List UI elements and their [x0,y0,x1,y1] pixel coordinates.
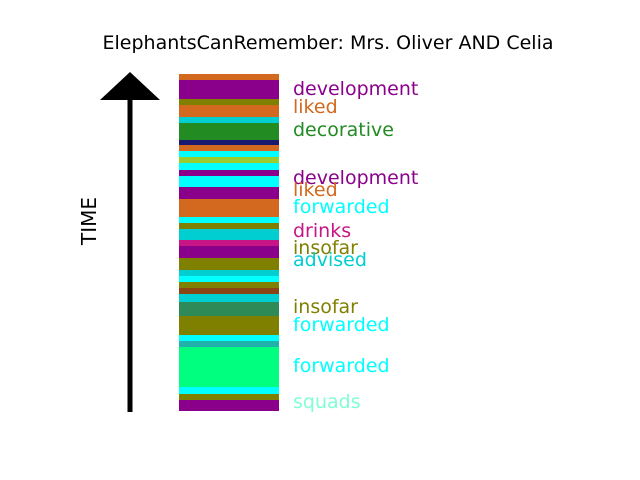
color-band [179,80,279,99]
color-band [179,145,279,151]
word-label: liked [293,96,338,118]
color-band [179,74,279,80]
color-band [179,400,279,411]
color-band [179,270,279,276]
color-band [179,140,279,145]
color-band [179,229,279,240]
color-band [179,157,279,163]
color-band [179,302,279,316]
word-label: decorative [293,119,394,141]
word-label: forwarded [293,314,390,336]
word-label: insofar [293,237,358,259]
color-band [179,199,279,217]
color-band [179,288,279,294]
color-band [179,316,279,335]
word-label: advised [293,249,367,271]
word-labels: developmentlikeddecorativedevelopmentlik… [293,78,418,413]
color-band [179,335,279,341]
color-band [179,105,279,117]
word-label: squads [293,391,361,413]
y-axis-label: TIME [77,197,101,246]
color-band [179,123,279,140]
color-band [179,347,279,387]
color-band [179,176,279,187]
time-axis [100,72,160,412]
color-band [179,99,279,105]
color-band [179,394,279,400]
color-band [179,276,279,282]
color-band [179,258,279,270]
color-band [179,117,279,123]
color-band [179,217,279,223]
color-band-stack [179,74,279,411]
color-band [179,163,279,170]
word-label: forwarded [293,355,390,377]
word-label: forwarded [293,196,390,218]
word-label: development [293,167,418,189]
color-band [179,282,279,288]
arrow-up-icon [100,72,160,100]
color-band [179,341,279,347]
word-label: liked [293,179,338,201]
color-band [179,170,279,176]
color-band [179,246,279,258]
color-band [179,151,279,157]
color-band [179,187,279,199]
color-band [179,240,279,246]
color-band [179,294,279,302]
word-label: development [293,78,418,100]
color-band [179,387,279,394]
word-label: insofar [293,296,358,318]
color-band [179,223,279,229]
word-label: drinks [293,220,351,242]
chart-title: ElephantsCanRemember: Mrs. Oliver AND Ce… [103,32,554,54]
